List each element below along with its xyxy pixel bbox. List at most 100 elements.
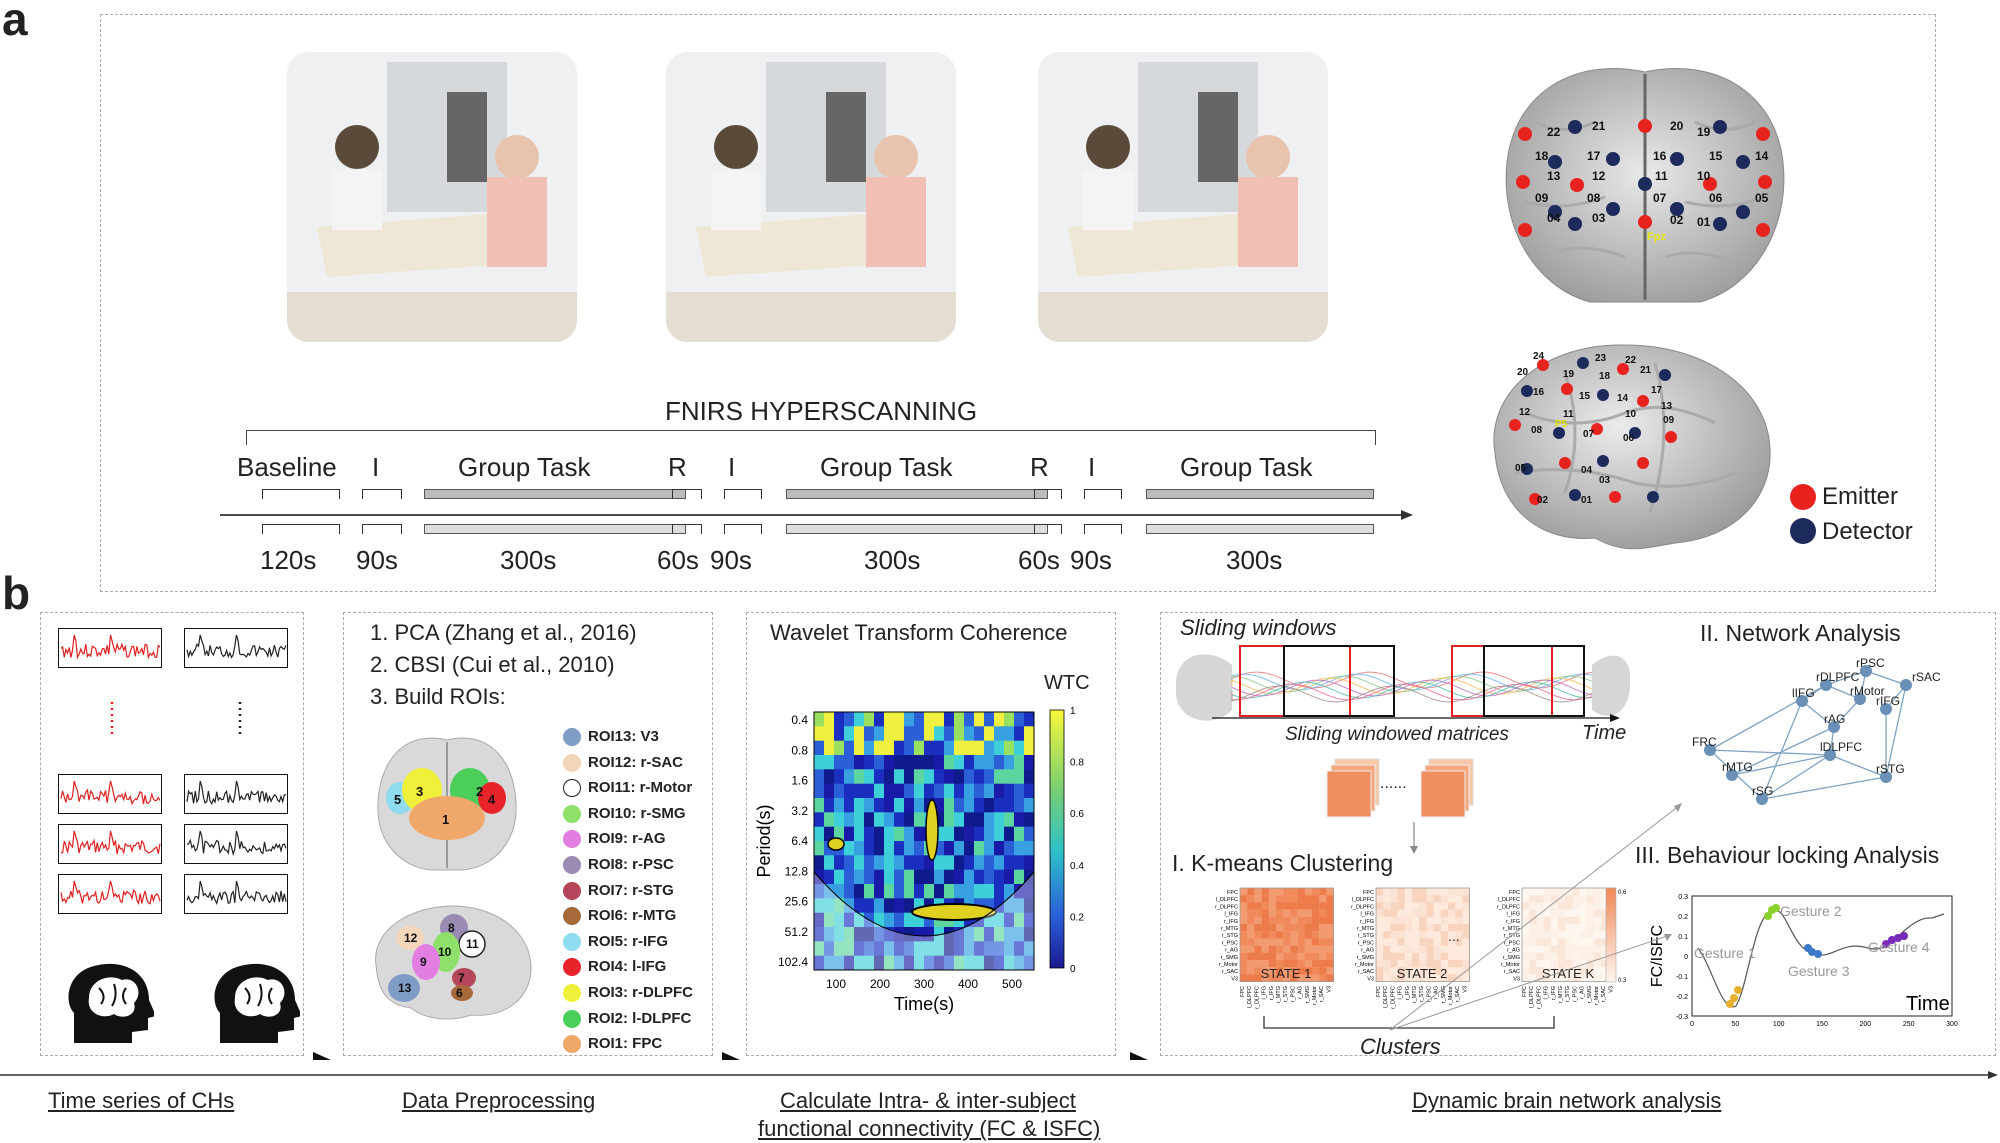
- state-matrix-2: FPCl_DLPFCr_DLPFCl_IFGr_IFGr_MTGr_STGr_P…: [1351, 887, 1470, 1009]
- side-optode-19: [1569, 489, 1581, 501]
- front-optode-22: [1713, 217, 1727, 231]
- time-series-left-1: [58, 628, 162, 668]
- wtc-cell: [994, 726, 1005, 741]
- wtc-cell: [974, 869, 985, 885]
- wtc-cell: [874, 941, 885, 956]
- wtc-cell: [824, 898, 835, 913]
- network-node-label: rDLPFC: [1816, 670, 1860, 684]
- footer-preprocessing: Data Preprocessing: [402, 1088, 596, 1113]
- timeline-label-6: Group Task: [820, 452, 953, 482]
- wtc-cell: [894, 855, 905, 870]
- wtc-cell: [884, 884, 895, 899]
- wtc-cell: [864, 740, 875, 756]
- side-channel-label-7: 18: [1599, 371, 1611, 382]
- front-optode-1: [1518, 127, 1532, 141]
- wtc-cell: [964, 740, 975, 756]
- network-node-label: lDLPFC: [1820, 740, 1862, 754]
- front-channel-label-2: 21: [1592, 119, 1606, 133]
- wtc-cell: [964, 869, 975, 885]
- matrix-row-label: r_AG: [1507, 948, 1520, 954]
- timeline-segment-bottom-7: [1034, 524, 1062, 534]
- wtc-cell: [994, 740, 1005, 756]
- matrix-row-label: r_IFG: [1360, 919, 1374, 925]
- wtc-cell: [974, 740, 985, 756]
- wtc-cell: [834, 769, 845, 784]
- wtc-cell: [984, 712, 995, 727]
- wtc-cell: [894, 740, 905, 756]
- front-optode-13: [1703, 177, 1717, 191]
- wtc-cell: [814, 812, 825, 827]
- roi-legend-swatch-8: [563, 907, 581, 926]
- wtc-cell: [1004, 812, 1015, 827]
- network-node-frc: [1704, 744, 1716, 756]
- timeline-duration-2: 90s: [356, 545, 398, 575]
- wtc-cell: [824, 955, 835, 971]
- wtc-cell: [1014, 726, 1025, 741]
- wtc-cell: [894, 798, 905, 813]
- matrix-row-label: r_AG: [1225, 948, 1238, 954]
- wtc-cell: [1014, 783, 1025, 799]
- front-optode-15: [1548, 205, 1562, 219]
- wtc-cell: [1004, 941, 1015, 956]
- wtc-cell: [844, 898, 855, 913]
- network-node-rpsc: [1860, 665, 1872, 677]
- behaviour-y-tick: 0.3: [1678, 894, 1688, 901]
- network-node-rstg: [1880, 771, 1892, 783]
- wtc-cell: [824, 941, 835, 956]
- wtc-cell: [884, 955, 895, 971]
- wtc-cell: [844, 740, 855, 756]
- wtc-cell: [974, 783, 985, 799]
- wtc-cell: [894, 755, 905, 770]
- flow-arrow-1: [313, 1052, 331, 1060]
- front-channel-label-14: 09: [1535, 191, 1549, 205]
- footer-axis: [0, 1071, 1998, 1079]
- wtc-cell: [854, 769, 865, 784]
- wtc-cell: [964, 826, 975, 842]
- wtc-cell: [874, 869, 885, 885]
- wtc-cell: [824, 884, 835, 899]
- hyperscanning-title: FNIRS HYPERSCANNING: [665, 396, 978, 426]
- timeline-segment-top-6: [786, 489, 1048, 499]
- wtc-cell: [834, 798, 845, 813]
- wtc-cell: [944, 941, 955, 956]
- wtc-cell: [974, 855, 985, 870]
- side-optode-10: [1553, 427, 1565, 439]
- wtc-cell: [974, 884, 985, 899]
- wtc-cell: [974, 941, 985, 956]
- time-series-left-4: [58, 874, 162, 914]
- wtc-cell: [904, 798, 915, 813]
- wtc-cell: [884, 841, 895, 856]
- matrix-col-label: r_AG: [1434, 986, 1440, 999]
- wtc-cell: [924, 955, 935, 971]
- wtc-cell: [944, 812, 955, 827]
- wtc-cell: [834, 712, 845, 727]
- timeline-segment-bottom-2: [362, 524, 402, 534]
- wtc-cell: [874, 755, 885, 770]
- wtc-cell: [844, 769, 855, 784]
- network-node-rag: [1828, 721, 1840, 733]
- wtc-cell: [864, 955, 875, 971]
- network-node-label: rIFG: [1876, 694, 1900, 708]
- network-edge: [1885, 684, 1907, 778]
- wtc-cell: [854, 712, 865, 727]
- wtc-cell: [894, 941, 905, 956]
- preprocessing-step-2: 2. CBSI (Cui et al., 2010): [370, 652, 615, 677]
- wtc-cell: [874, 726, 885, 741]
- side-channel-label-19: 06: [1623, 433, 1635, 444]
- wtc-cell: [954, 812, 965, 827]
- side-roi-number-13: 13: [398, 981, 412, 995]
- matrix-col-label: r_IFG: [1551, 986, 1557, 1000]
- wtc-cell: [854, 755, 865, 770]
- vertical-dots-left: [110, 702, 114, 738]
- wtc-cell: [864, 798, 875, 813]
- wtc-cell: [894, 812, 905, 827]
- time-series-left-3: [58, 824, 162, 864]
- matrix-row-label: r_DLPFC: [1497, 904, 1520, 910]
- wtc-colorbar: [1049, 709, 1065, 969]
- wtc-cell: [994, 927, 1005, 942]
- wtc-cell: [864, 927, 875, 942]
- matrix-row-label: r_SAC: [1504, 969, 1520, 975]
- wtc-cell: [864, 783, 875, 799]
